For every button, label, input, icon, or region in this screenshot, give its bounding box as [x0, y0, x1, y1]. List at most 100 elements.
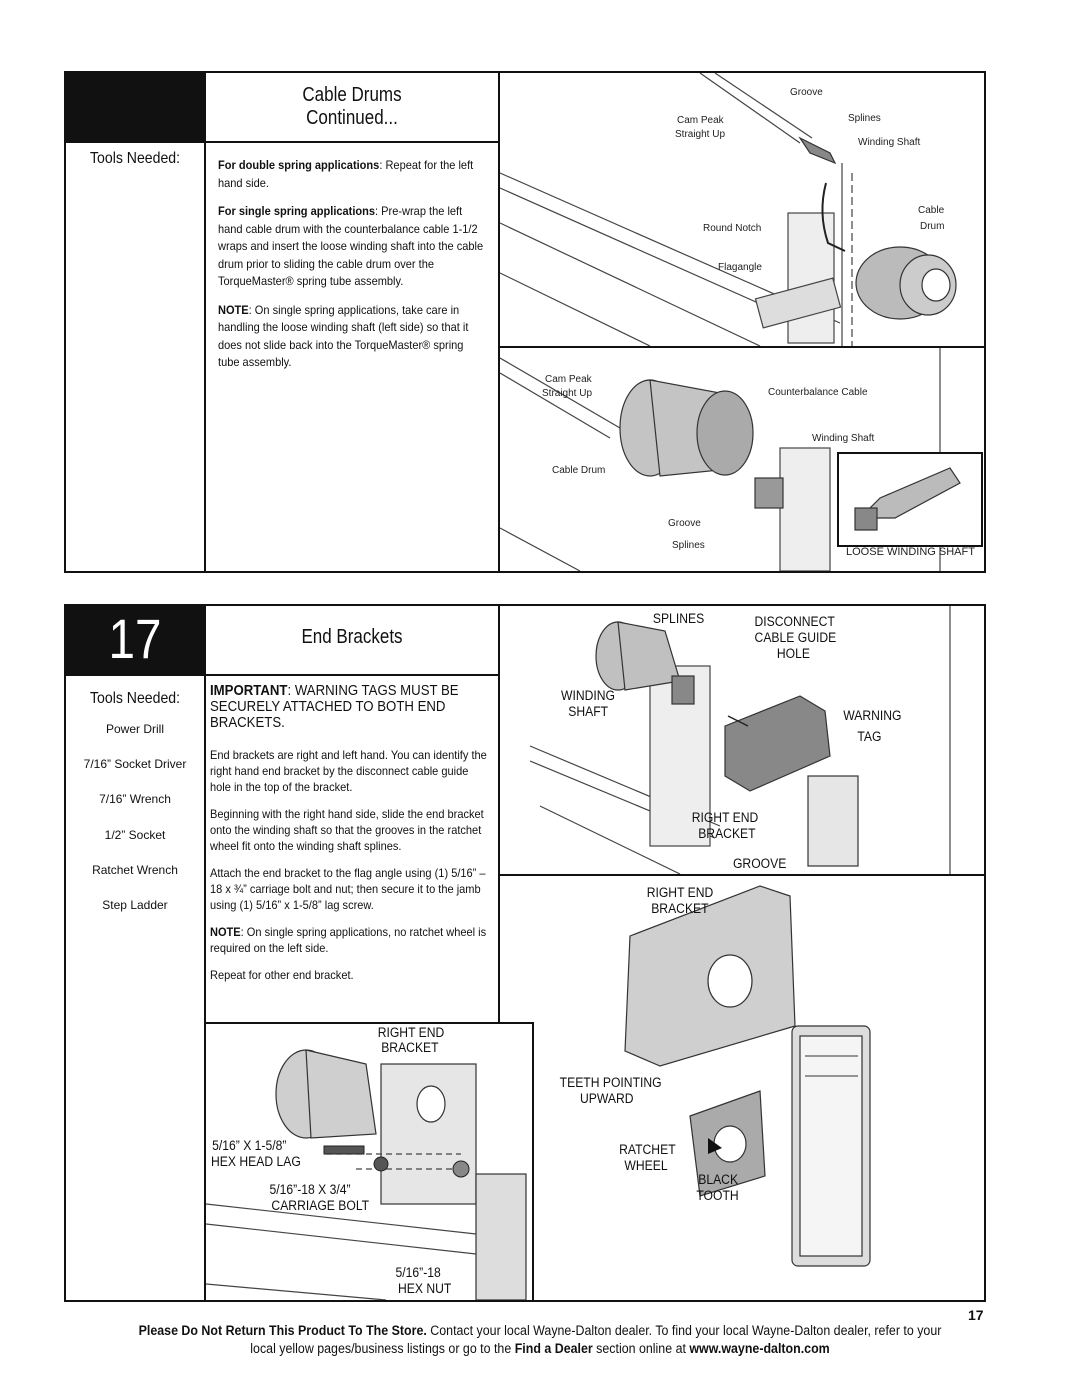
label-bracket: BRACKET: [698, 826, 756, 841]
note-bold: NOTE: [218, 302, 249, 317]
tool-item: Power Drill: [105, 722, 164, 736]
label-teeth-pointing: TEETH POINTING: [559, 1075, 662, 1090]
label-winding-shaft-top: Winding Shaft: [858, 137, 921, 148]
label-groove: GROOVE: [732, 856, 787, 871]
para-single-spring: For single spring applications: Pre-wrap…: [218, 203, 485, 291]
label-right-end-3: RIGHT END: [377, 1025, 445, 1040]
label-splines-top: Splines: [848, 113, 881, 124]
note-ratchet: NOTE: On single spring applications, no …: [210, 924, 491, 956]
label-right-end: RIGHT END: [691, 810, 759, 825]
title-underline: [204, 141, 500, 143]
para-single-spring-bold: For single spring applications: [218, 204, 376, 218]
page-number: 17: [968, 1307, 984, 1323]
tool-item: 7/16” Wrench: [99, 792, 171, 806]
label-tooth: TOOTH: [696, 1188, 739, 1203]
tool-item: Ratchet Wrench: [92, 863, 178, 877]
section-end-brackets-frame: [64, 604, 986, 1302]
tools-needed-heading: Tools Needed:: [90, 150, 181, 167]
lower-figure-top-line: [204, 1022, 534, 1024]
left-column-divider: [204, 71, 206, 573]
step-number-block: [64, 604, 206, 676]
footer-line-2: local yellow pages/business listings or …: [43, 1340, 1037, 1357]
footer-bold-lead: Please Do Not Return This Product To The…: [138, 1323, 427, 1338]
tool-item: 1/2” Socket: [104, 828, 166, 842]
para-double-spring-bold: For double spring applications: [218, 158, 380, 172]
label-cable: Cable: [918, 205, 945, 216]
footer-line-2-start: local yellow pages/business listings or …: [250, 1341, 515, 1356]
label-cable-drum: Cable Drum: [552, 465, 606, 476]
figure-split-line: [498, 346, 986, 348]
note-text-2: : On single spring applications, no ratc…: [210, 925, 487, 955]
cable-drum-illustration-bottom: [500, 348, 983, 571]
label-winding-shaft-bottom: Winding Shaft: [812, 433, 875, 444]
label-straight-up-bottom: Straight Up: [542, 388, 593, 399]
para-double-spring-text: : Repeat for the left hand side.: [218, 158, 474, 190]
label-hex-head-lag: HEX HEAD LAG: [210, 1154, 301, 1169]
label-groove-bottom: Groove: [668, 518, 701, 529]
label-groove-top: Groove: [790, 87, 823, 98]
tool-item: Step Ladder: [102, 898, 168, 912]
lower-figure-right-line: [532, 1022, 534, 1302]
section-header-block: [64, 71, 206, 143]
label-ratchet: RATCHET: [619, 1142, 676, 1157]
label-hole: HOLE: [776, 646, 810, 661]
label-splines-bottom: Splines: [672, 540, 705, 551]
note-single-spring: NOTE: On single spring applications, tak…: [218, 302, 485, 372]
label-tag: TAG: [857, 729, 882, 744]
end-bracket-install-illustration: [529, 606, 951, 874]
label-winding: WINDING: [561, 688, 615, 703]
important-warning: IMPORTANT: WARNING TAGS MUST BE SECURELY…: [210, 683, 483, 731]
tool-item: 7/16” Socket Driver: [83, 757, 187, 771]
section-title: Cable Drums Continued...: [228, 84, 476, 130]
label-round-notch: Round Notch: [703, 223, 762, 234]
footer-line-2-mid: section online at: [592, 1341, 690, 1356]
label-shaft: SHAFT: [568, 704, 609, 719]
bracket-ratchet-wheel-illustration: [624, 885, 871, 1267]
label-cam-peak-top: Cam Peak: [677, 115, 724, 126]
para-identify: End brackets are right and left hand. Yo…: [210, 748, 487, 794]
note-bold-2: NOTE: [210, 925, 241, 939]
footer-line-1-text: Contact your local Wayne-Dalton dealer. …: [426, 1323, 942, 1338]
label-wheel: WHEEL: [624, 1158, 668, 1173]
label-disconnect: DISCONNECT: [754, 614, 835, 629]
website-link[interactable]: www.wayne-dalton.com: [689, 1341, 830, 1356]
section2-body: End brackets are right and left hand. Yo…: [210, 747, 491, 994]
note-text: : On single spring applications, take ca…: [218, 302, 469, 370]
label-black: BLACK: [698, 1172, 739, 1187]
label-carriage-bolt: CARRIAGE BOLT: [271, 1198, 370, 1213]
left-column-divider-2: [204, 604, 206, 1302]
title-line-2: Continued...: [306, 107, 398, 129]
label-upward: UPWARD: [579, 1091, 634, 1106]
para-slide: Beginning with the right hand side, slid…: [210, 807, 484, 853]
bracket-fastener-illustration: [206, 1049, 527, 1300]
title-underline-2: [204, 674, 500, 676]
tools-needed-heading-2: Tools Needed:: [90, 690, 181, 707]
label-lag-size: 5/16” X 1-5/8”: [212, 1138, 287, 1153]
cable-drum-illustration-top: [500, 73, 957, 346]
label-bracket-3: BRACKET: [381, 1040, 439, 1055]
label-cable-guide: CABLE GUIDE: [754, 630, 837, 645]
section-cable-drums-frame: [64, 71, 986, 573]
label-bracket-2: BRACKET: [651, 901, 709, 916]
label-flagangle: Flagangle: [718, 262, 762, 273]
label-straight-up-top: Straight Up: [675, 129, 726, 140]
label-splines: SPLINES: [652, 611, 705, 626]
title-line-1: Cable Drums: [302, 84, 402, 106]
label-counterbalance-cable: Counterbalance Cable: [768, 387, 868, 398]
section1-body: For double spring applications: Repeat f…: [218, 157, 485, 383]
para-single-spring-text: : Pre-wrap the left hand cable drum with…: [218, 204, 484, 288]
para-double-spring: For double spring applications: Repeat f…: [218, 157, 485, 192]
step-number: 17: [108, 607, 162, 670]
label-hex-nut: HEX NUT: [397, 1281, 452, 1296]
important-text: : WARNING TAGS MUST BE SECURELY ATTACHED…: [210, 682, 459, 731]
para-attach: Attach the end bracket to the flag angle…: [210, 866, 486, 912]
figure-divider-2: [498, 604, 500, 1024]
figure-divider: [498, 71, 500, 573]
step-title: End Brackets: [301, 626, 403, 648]
label-drum: Drum: [920, 221, 945, 232]
label-right-end-2: RIGHT END: [646, 885, 714, 900]
important-bold: IMPORTANT: [210, 682, 288, 699]
figure-split-line-2: [498, 874, 986, 876]
find-a-dealer-link[interactable]: Find a Dealer: [514, 1341, 593, 1356]
para-repeat: Repeat for other end bracket.: [210, 968, 354, 982]
